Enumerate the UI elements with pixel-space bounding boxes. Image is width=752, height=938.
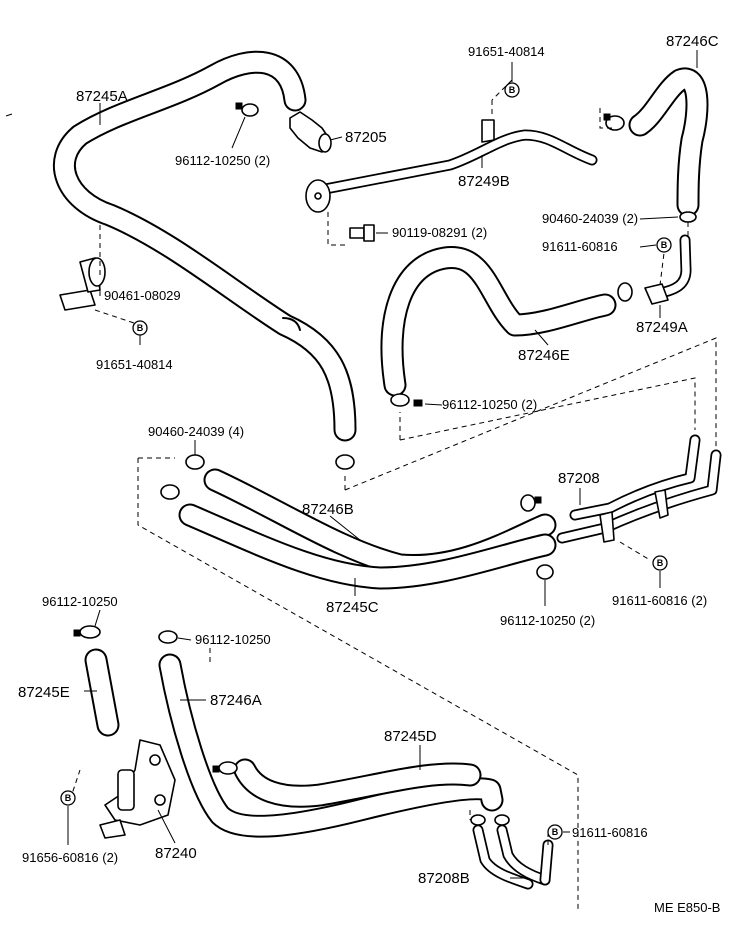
clamp-87245A-bottom (335, 454, 355, 470)
label-90119-08291: 90119-08291 (2) (392, 225, 487, 240)
label-91611-60816-2: 91611-60816 (2) (612, 593, 707, 608)
svg-text:B: B (657, 558, 664, 568)
label-90461-08029: 90461-08029 (104, 288, 181, 303)
svg-text:B: B (137, 323, 144, 333)
clamp-top-left (235, 102, 259, 117)
label-91611-60816-top: 91611-60816 (542, 239, 618, 254)
label-87245E: 87245E (18, 684, 70, 701)
hose-87246B (203, 468, 557, 578)
pipe-87249A (644, 234, 692, 305)
pipe-87208B (472, 824, 554, 890)
label-87208B: 87208B (418, 870, 470, 887)
label-87249B: 87249B (458, 173, 510, 190)
bolt-marker-91611-right: B (652, 555, 668, 571)
bolt-marker-91611-bottom: B (547, 824, 563, 840)
clamp-87208B-b (494, 814, 510, 826)
svg-text:B: B (65, 793, 72, 803)
label-90460-24039-4: 90460-24039 (4) (148, 424, 244, 439)
label-87245A: 87245A (76, 88, 128, 105)
clamp-90460-lower (160, 484, 180, 500)
pipe-87208 (556, 434, 722, 544)
label-87205: 87205 (345, 129, 387, 146)
clamp-87246E (390, 393, 423, 407)
edge-mark (5, 113, 13, 117)
bracket-90461 (59, 257, 106, 311)
bolt-90119 (349, 224, 375, 242)
label-87246E: 87246E (518, 347, 570, 364)
label-96112-10250-c: 96112-10250 (2) (500, 613, 595, 628)
bolt-marker-91651-top: B (504, 82, 520, 98)
clamp-87246A (158, 630, 178, 644)
label-91651-40814-top: 91651-40814 (468, 44, 545, 59)
label-87246A: 87246A (210, 692, 262, 709)
hose-87246A (158, 653, 504, 838)
leader-lines (67, 50, 698, 879)
clamp-87245E (73, 625, 101, 639)
clamp-90460-upper (185, 454, 205, 470)
clamp-87208-upper (520, 494, 542, 512)
label-87208: 87208 (558, 470, 600, 487)
hose-87246C (628, 67, 709, 217)
svg-text:B: B (552, 827, 559, 837)
svg-text:B: B (509, 85, 516, 95)
pipe-87249B (305, 119, 598, 213)
label-87246B: 87246B (302, 501, 354, 518)
label-96112-10250-a: 96112-10250 (2) (175, 153, 270, 168)
hose-87245A (52, 50, 357, 442)
hose-87246E (380, 246, 617, 397)
label-87246C: 87246C (666, 33, 719, 50)
label-90460-24039-2: 90460-24039 (2) (542, 211, 638, 226)
label-96112-10250-e: 96112-10250 (195, 632, 271, 647)
valve-87240 (99, 739, 176, 839)
label-87245C: 87245C (326, 599, 379, 616)
part-labels: 87245A 96112-10250 (2) 87205 91651-40814… (18, 33, 720, 915)
label-91651-40814-left: 91651-40814 (96, 357, 173, 372)
svg-text:B: B (661, 240, 668, 250)
reference-code: ME E850-B (654, 900, 720, 915)
label-91656-60816: 91656-60816 (2) (22, 850, 118, 865)
hose-87245C (178, 503, 557, 590)
label-87245D: 87245D (384, 728, 437, 745)
bolt-marker-91611-top: B (656, 237, 672, 253)
fitting-87205 (289, 111, 332, 153)
clamp-87208B-a (470, 814, 486, 826)
clamp-87246C-bottom (679, 211, 697, 223)
clamp-87208-lower (536, 564, 554, 580)
clamp-87249A (617, 282, 633, 302)
bolt-marker-91651-left: B (132, 320, 148, 336)
clamp-87245D (212, 761, 238, 775)
hose-87245D (233, 758, 482, 808)
label-87249A: 87249A (636, 319, 688, 336)
label-87240: 87240 (155, 845, 197, 862)
label-91611-60816-bottom: 91611-60816 (572, 825, 648, 840)
hose-87245E (84, 648, 120, 737)
bolt-marker-91656: B (60, 790, 76, 806)
clamp-top-right (603, 113, 625, 131)
label-96112-10250-d: 96112-10250 (42, 594, 118, 609)
label-96112-10250-b: 96112-10250 (2) (442, 397, 537, 412)
